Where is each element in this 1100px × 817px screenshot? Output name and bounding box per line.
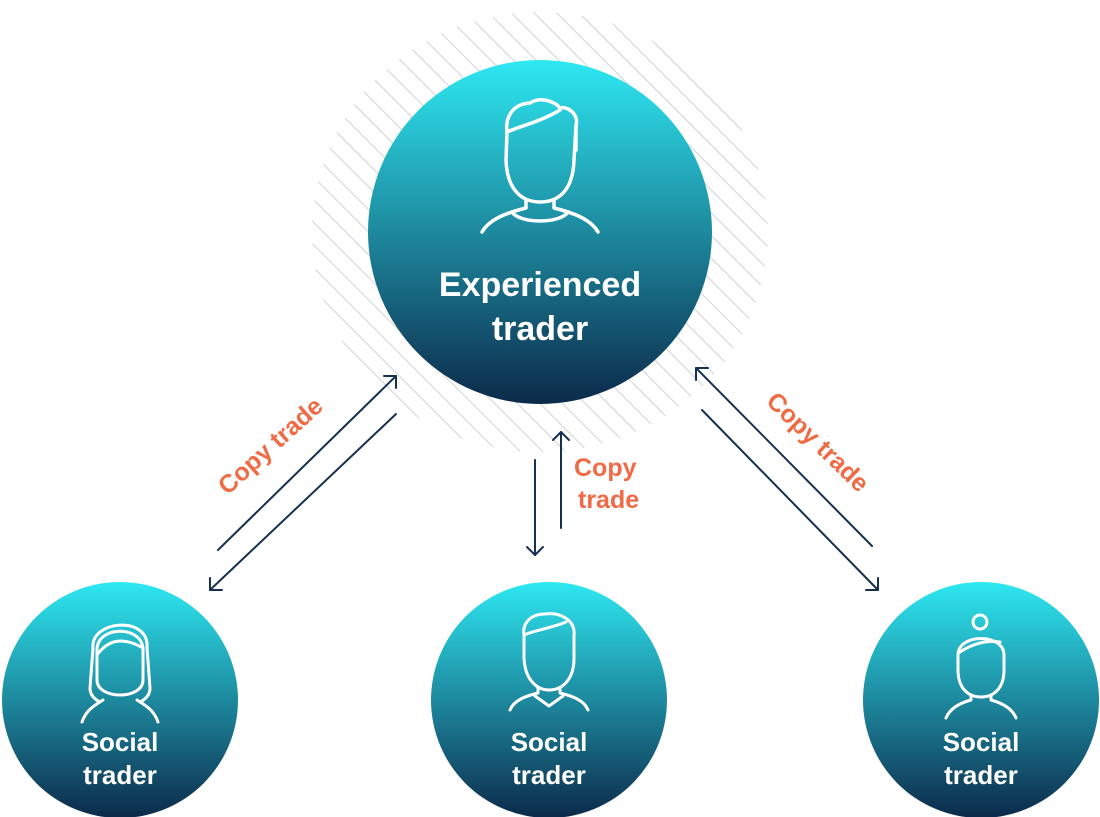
woman-bun-icon (944, 613, 1018, 720)
left-copy-trade-label: Copy trade (213, 392, 329, 500)
center-copy-label-line1: Copy (574, 454, 637, 482)
left-arrow-down (209, 413, 397, 591)
experienced-trader-node: Experienced trader (368, 60, 712, 404)
social-left-title-line2: trader (83, 760, 157, 790)
experienced-title-line2: trader (492, 310, 588, 348)
left-arrow-up (217, 375, 397, 551)
social-right-title-line2: trader (944, 760, 1018, 790)
center-copy-label-line2: trade (578, 486, 639, 514)
person-icon (480, 98, 600, 234)
social-trader-left-node: Social trader (2, 582, 238, 817)
right-copy-trade-label: Copy trade (761, 387, 874, 498)
center-arrow-up (552, 431, 570, 529)
person-icon (508, 612, 590, 712)
center-arrow-down (526, 459, 544, 556)
social-left-title-line1: Social (82, 727, 159, 757)
social-trader-right-node: Social trader (863, 582, 1099, 817)
social-right-title-line1: Social (943, 727, 1020, 757)
right-arrow-up (695, 367, 873, 547)
woman-long-hair-icon (80, 623, 160, 724)
social-center-title-line1: Social (511, 727, 588, 757)
social-center-title-line2: trader (512, 760, 586, 790)
right-arrow-down (701, 409, 879, 591)
social-trader-center-node: Social trader (431, 582, 667, 817)
experienced-title-line1: Experienced (439, 266, 641, 304)
